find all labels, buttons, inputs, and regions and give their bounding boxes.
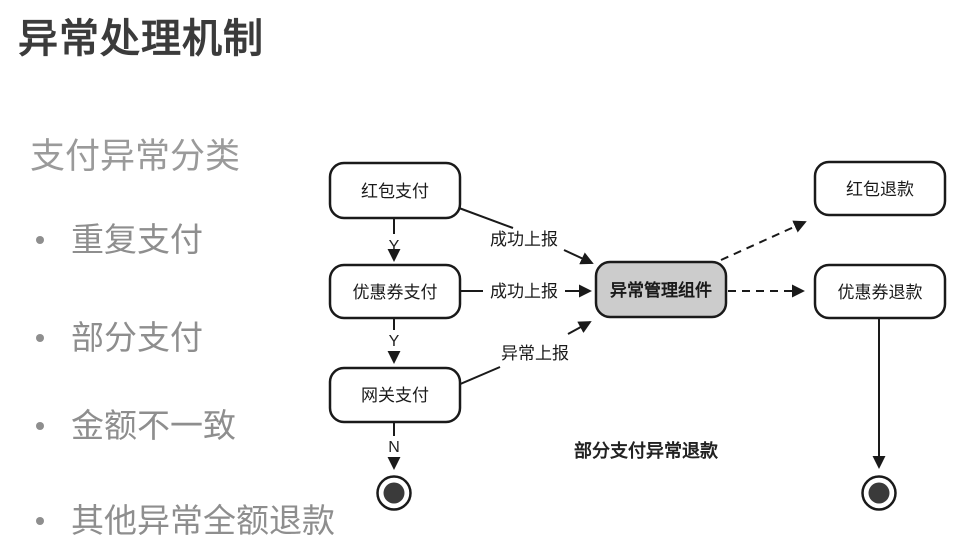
list-item: 重复支付 <box>36 221 203 258</box>
exception-manager-node: 异常管理组件 <box>594 260 728 319</box>
page-title: 异常处理机制 <box>18 17 264 61</box>
bullet-dot-icon <box>36 334 44 343</box>
edge-label-exception-report: 异常上报 <box>501 344 569 363</box>
coupon-refund-box <box>813 263 947 320</box>
bullet-label: 重复支付 <box>71 221 203 258</box>
coupon-pay-box <box>328 263 462 320</box>
gateway-pay-node: 网关支付 <box>328 366 462 424</box>
bullet-label: 部分支付 <box>71 319 203 356</box>
bullet-label: 金额不一致 <box>71 407 236 444</box>
edge-exception-report-arrow <box>567 321 592 335</box>
payment-exception-heading: 支付异常分类 <box>30 137 241 176</box>
edge-manager-to-redpacket-refund <box>720 220 807 261</box>
red-packet-refund-box <box>813 160 947 217</box>
edge-label-no-1: N <box>388 439 400 456</box>
red-packet-pay-box <box>328 161 462 220</box>
red-packet-refund-node: 红包退款 <box>813 160 947 217</box>
bullet-dot-icon <box>36 236 44 245</box>
gateway-pay-box <box>328 366 462 424</box>
coupon-pay-node: 优惠券支付 <box>328 263 462 320</box>
list-item: 其他异常全额退款 <box>36 502 335 539</box>
exception-manager-box <box>594 260 728 319</box>
red-packet-pay-node: 红包支付 <box>328 161 462 220</box>
bullet-dot-icon <box>36 517 44 526</box>
list-item: 金额不一致 <box>36 407 236 444</box>
edge-success-report-1-lead <box>458 207 514 229</box>
edge-exception-report-lead <box>457 366 501 386</box>
edge-label-success-report-2: 成功上报 <box>490 282 558 301</box>
coupon-pay-label: 优惠券支付 <box>353 283 438 302</box>
bullet-dot-icon <box>36 422 44 431</box>
end-state-right <box>861 475 897 511</box>
list-item: 部分支付 <box>36 319 203 356</box>
red-packet-refund-label: 红包退款 <box>846 180 914 199</box>
edge-success-report-1-arrow <box>563 249 594 265</box>
gateway-pay-label: 网关支付 <box>361 386 429 405</box>
end-state-right-core <box>868 482 890 504</box>
end-state-left <box>376 475 412 511</box>
bullet-label: 其他异常全额退款 <box>71 502 335 539</box>
caption-partial-refund: 部分支付异常退款 <box>574 440 719 461</box>
exception-manager-label: 异常管理组件 <box>610 280 712 300</box>
end-state-left-core <box>383 482 405 504</box>
red-packet-pay-label: 红包支付 <box>361 182 429 201</box>
coupon-refund-label: 优惠券退款 <box>838 283 923 302</box>
edge-label-yes-1: Y <box>389 238 400 255</box>
edge-label-yes-2: Y <box>389 333 400 350</box>
edge-label-success-report-1: 成功上报 <box>490 230 558 249</box>
coupon-refund-node: 优惠券退款 <box>813 263 947 320</box>
